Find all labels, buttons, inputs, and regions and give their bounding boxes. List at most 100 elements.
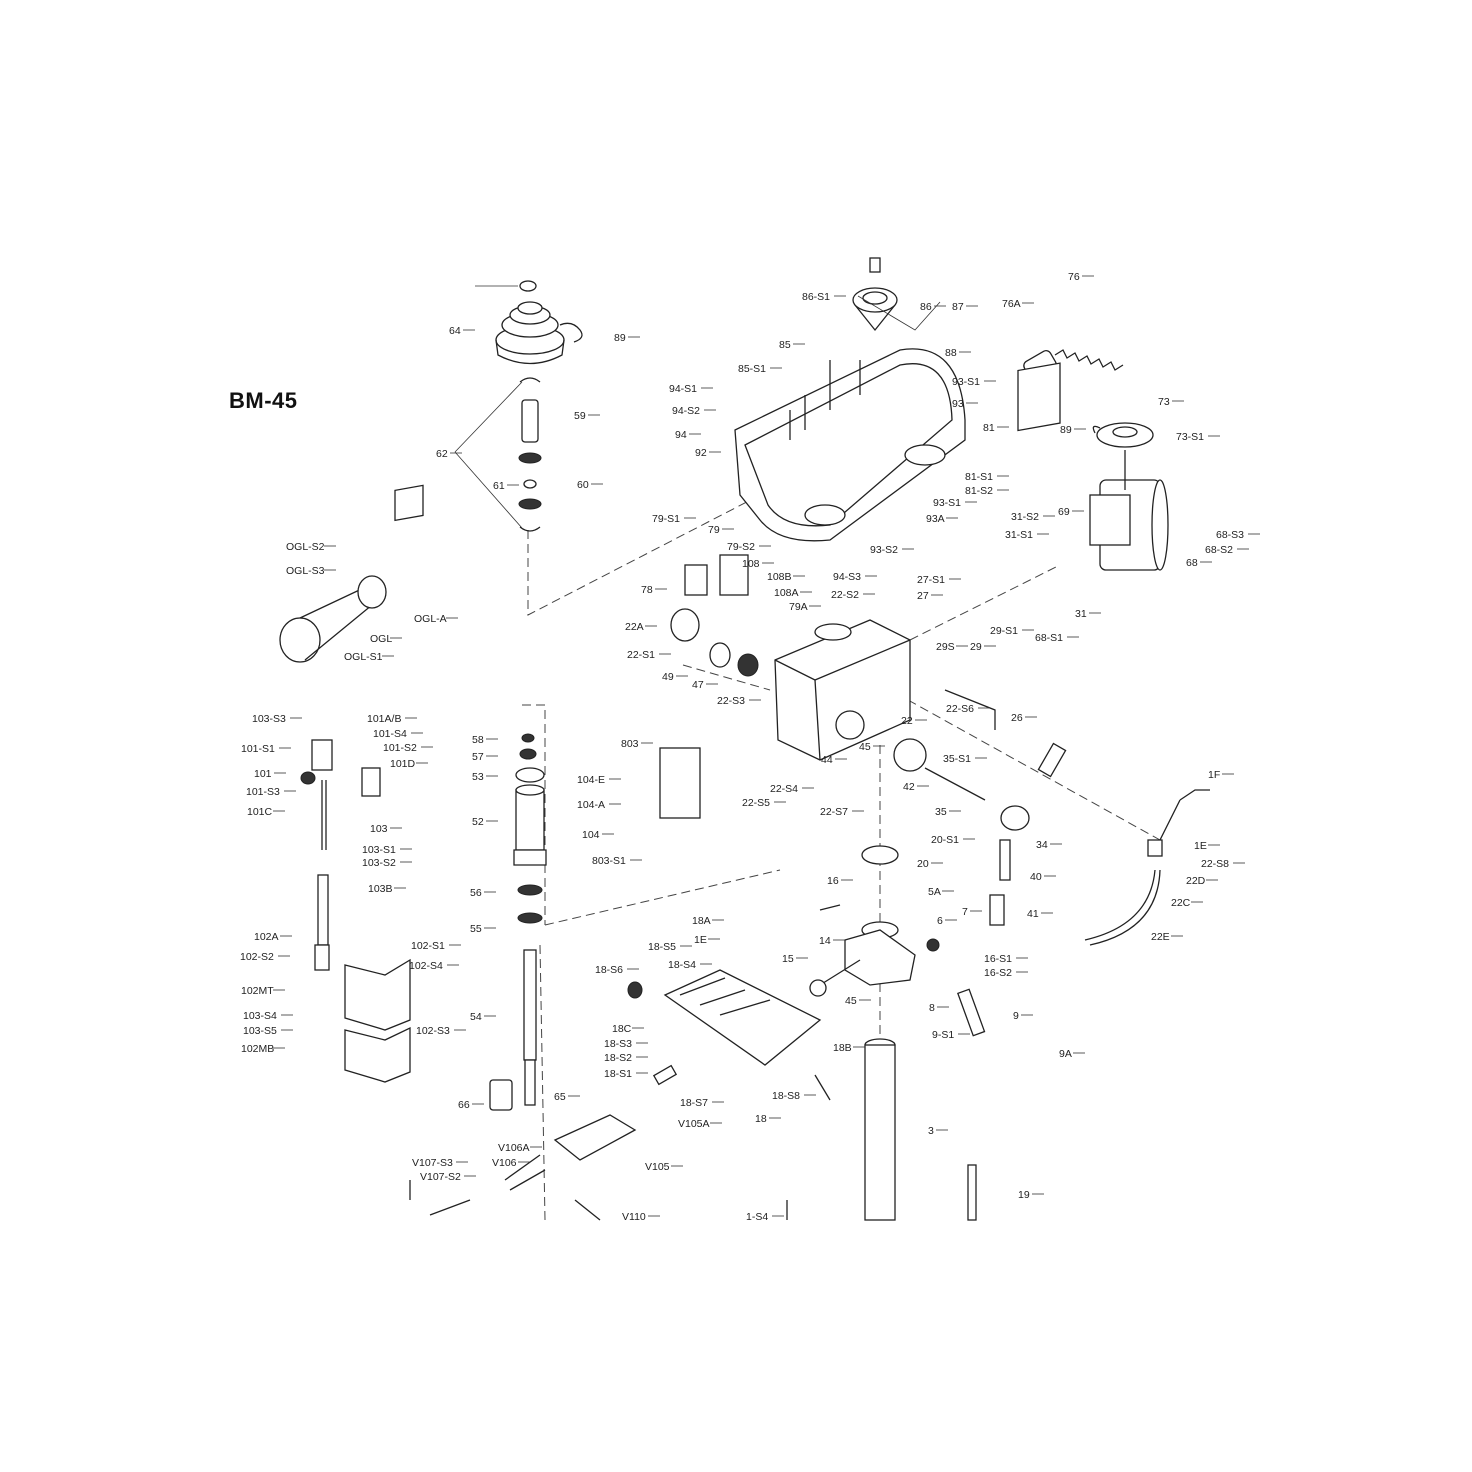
part-label: V106A	[498, 1142, 530, 1154]
part-label: 76	[1068, 271, 1080, 283]
part-label: 76A	[1002, 298, 1021, 310]
part-label: 81-S1	[965, 471, 993, 483]
part-label: 45	[845, 995, 857, 1007]
part-label: V107-S3	[412, 1157, 453, 1169]
work-table	[627, 969, 831, 1101]
part-label: 18A	[692, 915, 711, 927]
part-label: 102A	[254, 931, 279, 943]
part-label: 103	[370, 823, 388, 835]
part-label: OGL-S3	[286, 565, 325, 577]
part-label: V106	[492, 1157, 517, 1169]
part-label: V105	[645, 1161, 670, 1173]
assembly-guide-lines	[522, 489, 1161, 1221]
part-label: 108	[742, 558, 760, 570]
part-label: 52	[472, 816, 484, 828]
diagram-title: BM-45	[229, 388, 298, 413]
part-label: 18B	[833, 1042, 852, 1054]
part-label: 94	[675, 429, 687, 441]
part-label: 79-S1	[652, 513, 680, 525]
part-label: 61	[493, 480, 505, 492]
part-label: 22-S2	[831, 589, 859, 601]
part-label: 26	[1011, 712, 1023, 724]
part-label: 27	[917, 590, 929, 602]
label-leaders	[273, 275, 1260, 1217]
part-label: 101C	[247, 806, 273, 818]
part-label: 31-S1	[1005, 529, 1033, 541]
part-label: 18-S4	[668, 959, 696, 971]
part-label: 93-S1	[952, 376, 980, 388]
part-labels: 64 89 62 59 60 61 86-S1 86 87 85 85-S1 8…	[240, 271, 1244, 1223]
part-label: 41	[1027, 908, 1039, 920]
part-label: 54	[470, 1011, 482, 1023]
part-label: 65	[554, 1091, 566, 1103]
part-label: 22	[901, 715, 913, 727]
part-label: 18	[755, 1113, 767, 1125]
part-label: 22A	[625, 621, 644, 633]
part-label: 22-S1	[627, 649, 655, 661]
work-lamp-assembly	[279, 484, 424, 663]
part-label: 81	[983, 422, 995, 434]
part-label: 44	[821, 754, 833, 766]
part-label: 94-S2	[672, 405, 700, 417]
part-label: 108A	[774, 587, 799, 599]
head-casting	[659, 554, 1067, 926]
belt-cover-assembly	[734, 257, 966, 542]
part-label: 803-S1	[592, 855, 626, 867]
part-label: 29-S1	[990, 625, 1018, 637]
part-label: 101-S1	[241, 743, 275, 755]
part-label: 18C	[612, 1023, 632, 1035]
part-label: 103-S5	[243, 1025, 277, 1037]
part-label: 19	[1018, 1189, 1030, 1201]
part-label: 59	[574, 410, 586, 422]
part-label: 88	[945, 347, 957, 359]
part-label: 58	[472, 734, 484, 746]
part-label: 102MB	[241, 1043, 274, 1055]
quill-spindle-assembly	[489, 733, 547, 1111]
part-label: 15	[782, 953, 794, 965]
part-label: 60	[577, 479, 589, 491]
part-label: 93-S1	[933, 497, 961, 509]
part-label: 79-S2	[727, 541, 755, 553]
part-label: 93	[952, 398, 964, 410]
part-label: 102MT	[241, 985, 274, 997]
part-label: 81-S2	[965, 485, 993, 497]
part-label: 104-E	[577, 774, 605, 786]
part-label: 31-S2	[1011, 511, 1039, 523]
part-label: OGL-S1	[344, 651, 383, 663]
part-label: 22-S5	[742, 797, 770, 809]
part-label: 22-S6	[946, 703, 974, 715]
part-label: 18-S3	[604, 1038, 632, 1050]
part-label: 64	[449, 325, 461, 337]
part-label: V110	[622, 1211, 646, 1223]
part-label: 18-S6	[595, 964, 623, 976]
part-label: 18-S2	[604, 1052, 632, 1064]
part-label: 7	[962, 906, 968, 918]
part-label: 16	[827, 875, 839, 887]
part-label: 18-S1	[604, 1068, 632, 1080]
part-label: 803	[621, 738, 639, 750]
part-label: 94-S1	[669, 383, 697, 395]
vise-parts	[409, 1114, 788, 1221]
part-label: 101-S4	[373, 728, 407, 740]
part-label: 1-S4	[746, 1211, 768, 1223]
part-label: 22E	[1151, 931, 1170, 943]
part-label: 18-S5	[648, 941, 676, 953]
part-label: 20	[917, 858, 929, 870]
part-label: 16-S1	[984, 953, 1012, 965]
part-label: 94-S3	[833, 571, 861, 583]
part-label: 93A	[926, 513, 945, 525]
part-label: 87	[952, 301, 964, 313]
part-label: 22-S3	[717, 695, 745, 707]
part-label: 35-S1	[943, 753, 971, 765]
part-label: 68-S3	[1216, 529, 1244, 541]
part-label: 85	[779, 339, 791, 351]
part-label: 22D	[1186, 875, 1206, 887]
part-label: 22-S8	[1201, 858, 1229, 870]
part-label: 69	[1058, 506, 1070, 518]
part-label: 102-S4	[409, 960, 443, 972]
part-label: 89	[1060, 424, 1072, 436]
part-label: 9	[1013, 1010, 1019, 1022]
part-label: 103-S4	[243, 1010, 277, 1022]
part-label: 104-A	[577, 799, 605, 811]
